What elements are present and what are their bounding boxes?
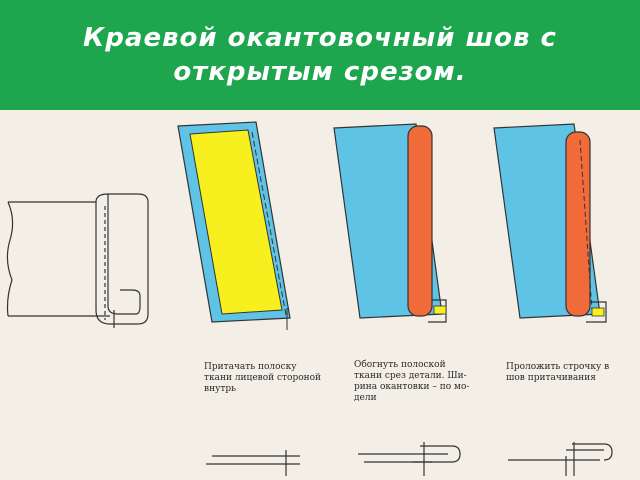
step3-caption: Проложить строчку в шов притачивания: [506, 362, 610, 383]
step3-diagram: [493, 123, 607, 323]
seam-section-2: [358, 442, 461, 476]
seam-illustration: [6, 121, 613, 476]
slide-title: Краевой окантовочный шов с открытым срез…: [83, 23, 557, 87]
step1-diagram: [177, 121, 291, 330]
step2-diagram: [333, 123, 447, 323]
seam-section-3: [508, 442, 613, 476]
step1-caption: Притачать полоску ткани лицевой стороной…: [204, 362, 322, 394]
title-bar: Краевой окантовочный шов с открытым срез…: [0, 0, 640, 110]
step2-caption: Обогнуть полоской ткани срез детали. Ши-…: [354, 360, 470, 403]
illustration-area: Притачать полоску ткани лицевой стороной…: [0, 110, 640, 480]
fabric-fold-diagram: [6, 193, 149, 328]
seam-section-1: [206, 450, 300, 476]
